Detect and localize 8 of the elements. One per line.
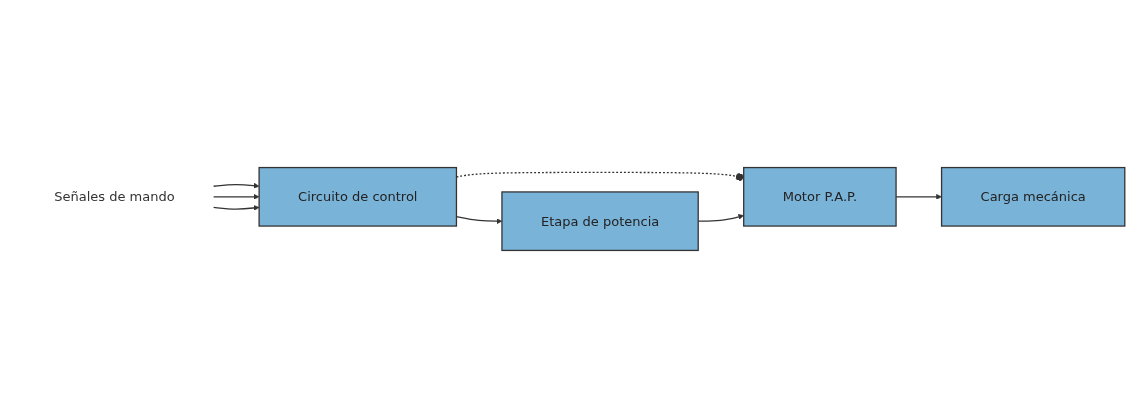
node-box: Etapa de potencia (501, 190, 699, 251)
arrow (212, 182, 260, 189)
node-box: Motor P.A.P. (743, 166, 897, 227)
node-box: Circuito de control (258, 166, 458, 227)
node-box: Carga mecánica (940, 166, 1126, 227)
arrow (212, 204, 260, 211)
node-text: Señales de mando (54, 188, 175, 205)
arrow (212, 193, 260, 200)
